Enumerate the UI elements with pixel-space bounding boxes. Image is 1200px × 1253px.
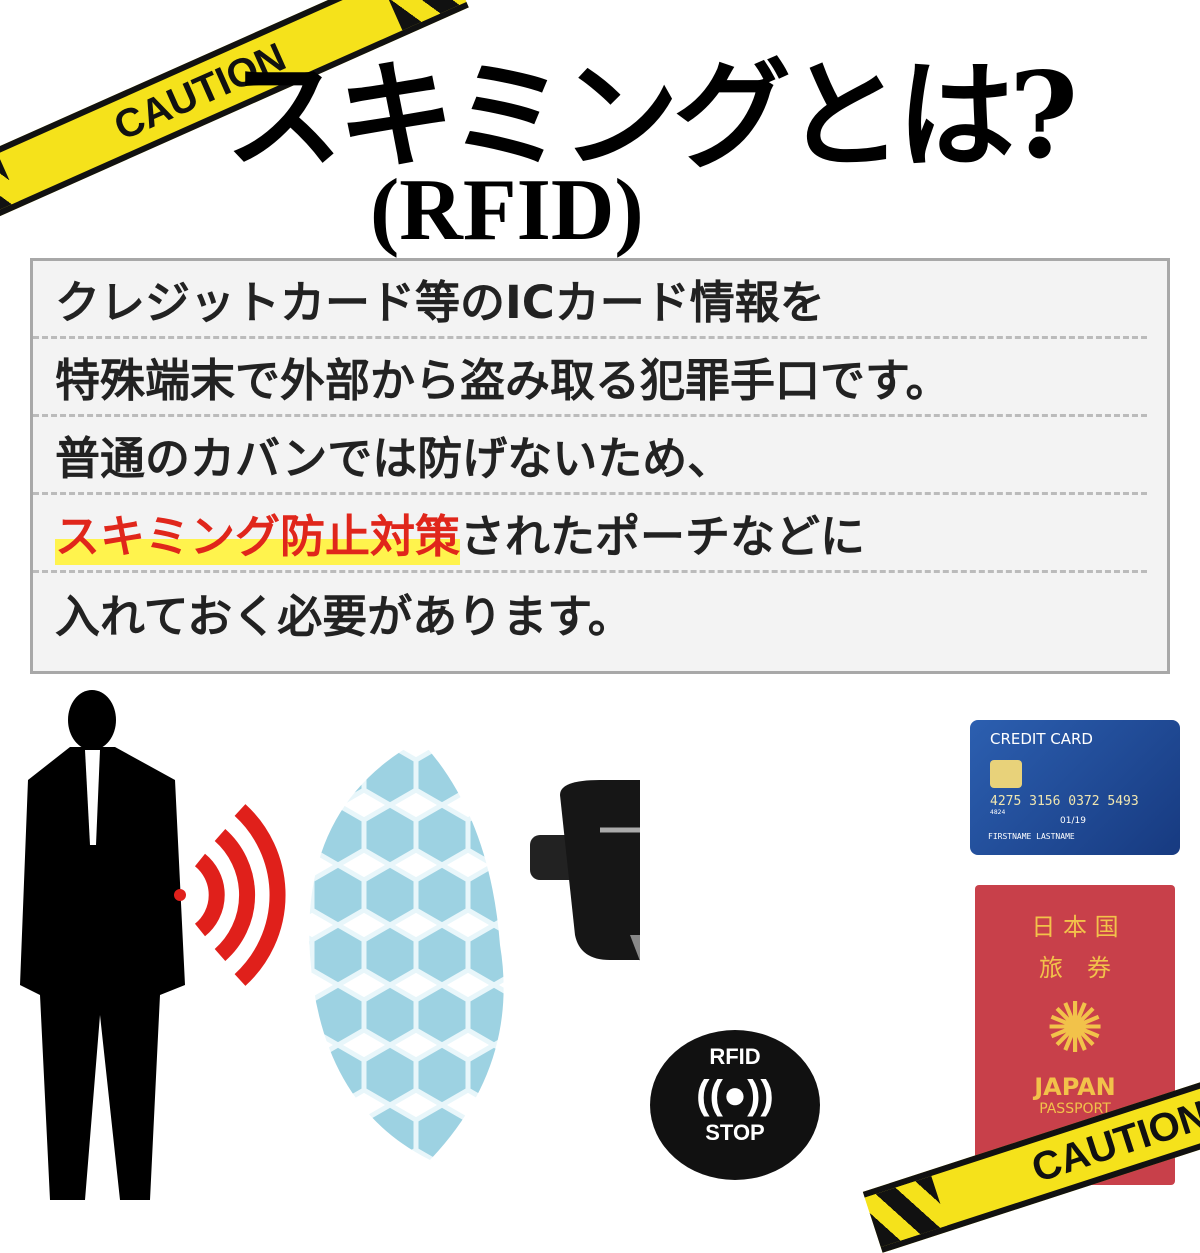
signal-icon: ((●)) (696, 1073, 774, 1117)
card-label: CREDIT CARD (990, 730, 1093, 748)
rfid-label: RFID (709, 1044, 761, 1069)
highlight-text: スキミング防止対策 (55, 500, 461, 565)
description-box: クレジットカード等のICカード情報を 特殊端末で外部から盗み取る犯罪手口です。 … (30, 258, 1170, 674)
line-text: 入れておく必要があります。 (55, 589, 633, 643)
description-line: 普通のカバンでは防げないため、 (33, 417, 1147, 495)
signal-waves-icon (174, 804, 286, 986)
chip-icon (990, 760, 1022, 788)
passport-kanji2: 旅 券 (1039, 954, 1111, 982)
description-line: 入れておく必要があります。 (33, 573, 1147, 651)
rfid-shield-sphere (309, 740, 504, 1160)
line-text: 特殊端末で外部から盗み取る犯罪手口です。 (55, 354, 951, 407)
card-number: 4275 3156 0372 5493 (990, 794, 1139, 809)
line-text: 普通のカバンでは防げないため、 (55, 432, 733, 485)
chrysanthemum-icon: ✺ (1045, 987, 1105, 1069)
description-line: 特殊端末で外部から盗み取る犯罪手口です。 (33, 339, 1147, 417)
illustration (20, 690, 640, 1200)
description-line: スキミング防止対策されたポーチなどに (33, 495, 1147, 573)
passport-label: PASSPORT (1039, 1101, 1111, 1117)
card-expiry: 01/19 (1060, 816, 1086, 826)
passport-country: JAPAN (1034, 1073, 1116, 1101)
businessman-silhouette-icon (20, 690, 185, 1200)
subtitle: (RFID) (370, 162, 644, 259)
rfid-stop-badge: RFID ((●)) STOP (650, 1030, 820, 1180)
line-text: されたポーチなどに (460, 510, 866, 563)
passport-kanji1: 日 本 国 (1031, 913, 1119, 941)
line-text: クレジットカード等のICカード情報を (55, 276, 825, 329)
description-line: クレジットカード等のICカード情報を (33, 261, 1147, 339)
card-small: 4824 (990, 809, 1006, 816)
stop-label: STOP (705, 1120, 765, 1145)
card-name: FIRSTNAME LASTNAME (988, 832, 1075, 841)
waist-pouch-image (530, 780, 640, 960)
credit-card-image: CREDIT CARD 4275 3156 0372 5493 4824 01/… (970, 720, 1180, 855)
page-title: スキミングとは? (225, 46, 1078, 185)
